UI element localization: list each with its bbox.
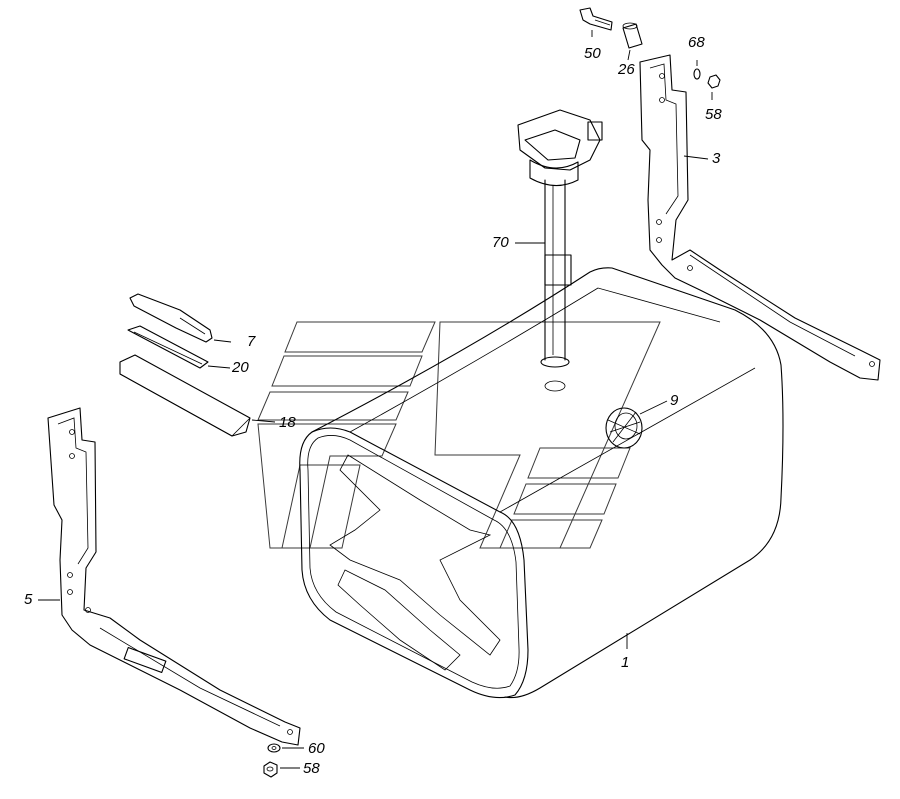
callout-1: 1 — [621, 654, 630, 671]
left-bracket — [47, 407, 301, 746]
callout-18: 18 — [279, 414, 296, 431]
fuel-tank — [299, 267, 784, 699]
hardware-bottom — [263, 743, 281, 778]
level-sender — [517, 109, 603, 368]
leader-lines — [38, 30, 713, 769]
callout-7: 7 — [247, 333, 256, 350]
hardware-top — [579, 7, 721, 89]
callout-60: 60 — [308, 740, 325, 757]
callout-58-top: 58 — [705, 106, 722, 123]
callout-5: 5 — [24, 591, 33, 608]
callout-20: 20 — [232, 359, 249, 376]
strap-parts — [119, 293, 251, 437]
callout-3: 3 — [712, 150, 721, 167]
callout-58-bottom: 58 — [303, 760, 320, 777]
watermark-logo — [257, 321, 661, 549]
callout-26: 26 — [618, 61, 635, 78]
callout-9: 9 — [670, 392, 679, 409]
right-bracket — [639, 54, 881, 381]
callout-70: 70 — [492, 234, 509, 251]
callout-68: 68 — [688, 34, 705, 51]
filler-cap — [605, 407, 643, 449]
callout-50: 50 — [584, 45, 601, 62]
